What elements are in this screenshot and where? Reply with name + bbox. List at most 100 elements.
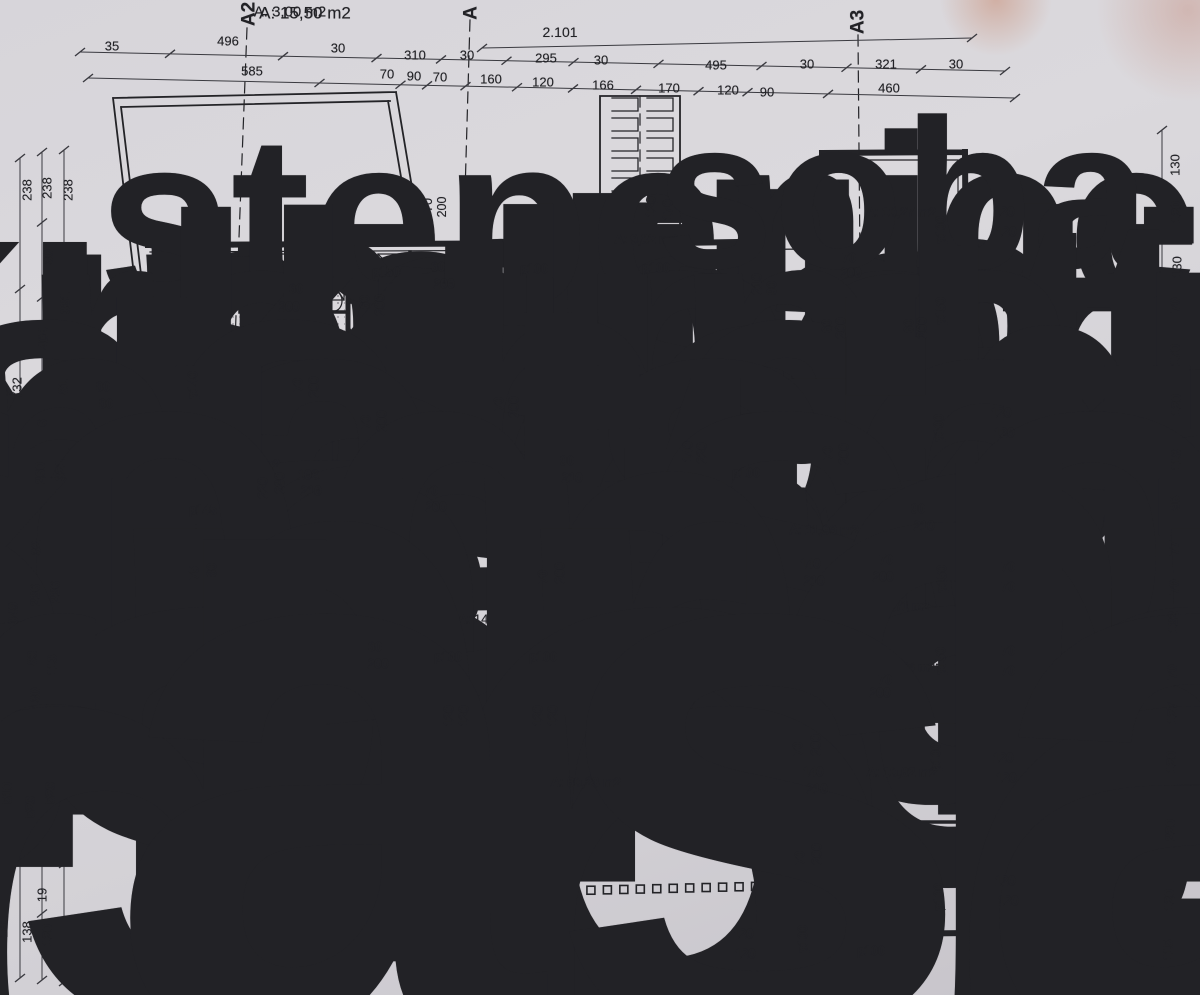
dim-tag: 120 <box>993 204 1015 219</box>
dim-chain-value: 238 <box>60 179 76 201</box>
room-label-area: A: 10,82 m2 <box>866 764 938 780</box>
room-label-area: A: 14,56 m2 <box>457 611 529 627</box>
dim-tag: p140 <box>185 371 200 399</box>
room-label-name: soba <box>0 166 905 635</box>
room-label-name: predsoblje <box>0 140 1200 542</box>
dim-tag: p100 <box>732 465 760 480</box>
room-label-name: soba <box>149 132 949 514</box>
room-label-area: A: 10,21 m2 <box>209 456 281 472</box>
dim-tag: p100 <box>520 261 548 276</box>
dim-tag: 170 <box>660 199 675 221</box>
dim-tag: 200 <box>833 317 848 339</box>
dim-tag: 70 <box>792 851 807 865</box>
dim-tag: 75 <box>186 566 201 580</box>
dim-chain-value: 70 <box>432 69 448 85</box>
dim-tag: 120 <box>530 705 545 727</box>
dim-tag: p100 <box>857 943 885 958</box>
dim-tag: 70 <box>879 552 893 567</box>
room-label-name: sprema <box>0 278 1200 995</box>
dim-chain-total: 2.101 <box>542 24 578 40</box>
dim-tag: 200 <box>869 685 891 700</box>
dim-tag: 60 <box>431 259 445 274</box>
dim-tag: 220 <box>255 477 270 499</box>
dim-tag: p100 <box>931 883 946 911</box>
dim-tag: 60 <box>357 295 372 309</box>
dim-chain-value: 496 <box>217 33 239 49</box>
dim-chain-value: 585 <box>241 63 263 79</box>
dim-chain-value: 170 <box>1167 344 1183 366</box>
dim-tag: 90 <box>911 501 925 516</box>
dim-chain-value: 120 <box>1168 394 1184 416</box>
dim-chain-value: 238 <box>19 179 35 201</box>
dim-tag: 70 <box>535 570 550 584</box>
dim-chain-value: 30 <box>330 40 346 56</box>
dim-chain-value: 331 <box>57 292 73 314</box>
dim-tag: 200 <box>808 734 823 756</box>
room-label-area: A: 3,00 m2 <box>253 3 327 21</box>
room-label-name: kupatilo <box>0 123 1066 478</box>
section-marker-a-top: A <box>460 6 482 20</box>
dim-chain-value: 170 <box>658 80 680 96</box>
room-label-name: kupatilo <box>0 129 1013 502</box>
room-label-area: A: 3,03 m2 <box>422 310 490 326</box>
dim-tag: p100 <box>933 216 948 244</box>
dim-tag: 70 <box>1001 559 1015 574</box>
room-label-area: A: 29,11 m2 <box>673 352 743 368</box>
dim-tag: 200 <box>809 843 824 865</box>
dim-tag: 70 <box>1001 663 1015 678</box>
dim-tag: 120 <box>992 750 1014 765</box>
dim-chain-value: 70 <box>1164 664 1180 680</box>
dim-chain-value: 96 <box>1167 495 1183 511</box>
dim-chain-value: 118 <box>1168 449 1184 471</box>
dim-chain-value: 236 <box>27 584 43 606</box>
room-label-area: A: 13,98 m2 <box>512 334 584 350</box>
dim-chain-value: 127 <box>1164 702 1180 724</box>
dim-chain-value: 120 <box>39 924 55 946</box>
dim-chain-value: 220 <box>1162 819 1178 841</box>
room-label-name: stepenice <box>97 85 1200 353</box>
dim-chain-value: 120 <box>1163 751 1179 773</box>
dim-chain-value: 19 <box>34 887 50 903</box>
dim-chain-value: 30 <box>593 52 609 68</box>
room-label-name: kuhinja dnevna soba <box>0 380 1200 995</box>
dim-tag: 210 <box>803 573 825 588</box>
dim-tag: 200 <box>434 196 449 218</box>
dim-tag: 140 <box>799 556 821 571</box>
dim-chain-value: 6 <box>34 419 50 427</box>
dim-chain-value: 83 <box>24 650 40 666</box>
dim-chain-value: 181 <box>0 916 11 938</box>
dim-chain-value: 130 <box>1169 256 1185 278</box>
dim-chain-value: 30 <box>459 47 475 63</box>
dim-chain-value: 238 <box>39 177 55 199</box>
dim-tag: 120 <box>545 705 560 727</box>
room-label-area: A: 10,19 m2 <box>212 586 284 602</box>
room-label-area: A: 11,99 m2 <box>789 522 859 538</box>
dim-tag: 120 <box>997 893 1019 908</box>
dim-tag: p150 <box>933 647 948 675</box>
dim-tag: 70 <box>1001 643 1015 658</box>
dim-tag: 120 <box>995 770 1017 785</box>
section-marker-a3: A3 <box>847 9 869 35</box>
room-label-name: dnevna soba <box>0 190 1200 708</box>
dim-tag: p145 <box>189 502 217 517</box>
dim-tag: 200 <box>306 376 321 398</box>
dim-tag: 108 <box>297 467 319 482</box>
dim-tag: 70 <box>491 397 506 411</box>
dim-tag: 60 <box>368 639 382 654</box>
dim-tag: p150 <box>372 264 400 279</box>
dim-tag: 210 <box>749 273 764 295</box>
dim-tag: 60 <box>289 281 303 296</box>
room-label-area: A: 10,46 m2 <box>853 418 925 434</box>
dim-tag: p100 <box>642 260 670 275</box>
dim-tag: 210 <box>806 781 828 796</box>
hatch-dnevna-soba <box>162 418 345 523</box>
room-label-area: A: 14,58 m2 <box>851 887 917 901</box>
room-label-name: predsoblje <box>0 207 1200 772</box>
dim-tag: p150 <box>934 565 949 593</box>
room-label-area: A: 15,50 m2 <box>259 3 351 23</box>
room-label-name: kupatilo <box>264 261 312 275</box>
room-label-name: soba <box>206 274 238 290</box>
dim-tag: p100 <box>529 649 557 664</box>
